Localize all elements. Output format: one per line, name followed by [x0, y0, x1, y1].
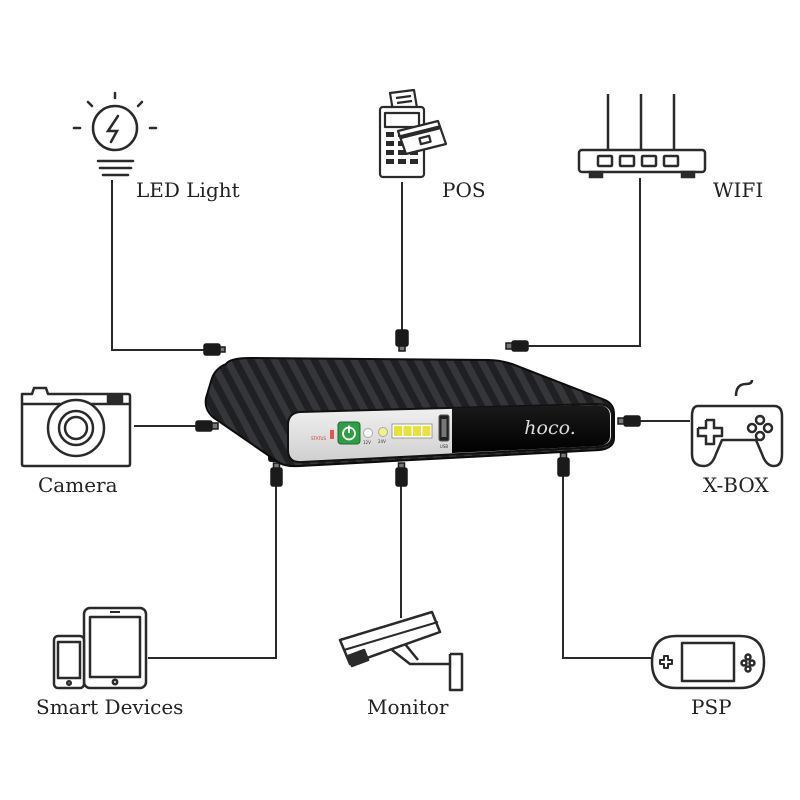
line-led-light [111, 180, 204, 351]
line-wifi [528, 178, 641, 347]
smart-devices-icon [52, 606, 148, 690]
wifi-router-icon [577, 94, 707, 179]
connection-lines [111, 178, 690, 659]
label-led-light: LED Light [136, 178, 240, 202]
plug-led-light [203, 343, 226, 356]
plug-camera [195, 420, 219, 432]
label-wifi: WIFI [713, 178, 764, 202]
svg-text:24V: 24V [378, 439, 386, 444]
label-monitor: Monitor [367, 695, 449, 719]
label-smart-devices: Smart Devices [36, 695, 184, 719]
plug-psp [557, 452, 570, 477]
svg-text:USB: USB [440, 444, 448, 449]
line-psp [562, 476, 655, 659]
connector-plugs [195, 329, 641, 487]
line-smart-devices [148, 486, 277, 659]
plug-wifi [505, 340, 529, 352]
label-psp: PSP [691, 695, 732, 719]
game-controller-icon [690, 379, 784, 468]
camera-icon [20, 386, 132, 468]
plug-pos [395, 329, 409, 352]
psp-console-icon [650, 634, 766, 690]
plug-monitor [395, 462, 408, 487]
svg-text:STATUS: STATUS [311, 436, 326, 441]
plug-smart-devices [270, 462, 283, 487]
label-pos: POS [442, 178, 486, 202]
led-light-icon [72, 91, 158, 177]
brand-logo: hoco. [524, 417, 575, 439]
label-camera: Camera [38, 473, 118, 497]
plug-xbox [617, 415, 641, 427]
mini-ups-device: USB STATUS 12V 24V hoco. [204, 356, 615, 468]
cctv-camera-icon [338, 610, 464, 692]
pos-terminal-icon [378, 88, 448, 179]
label-xbox: X-BOX [703, 473, 769, 497]
svg-text:12V: 12V [363, 440, 371, 445]
